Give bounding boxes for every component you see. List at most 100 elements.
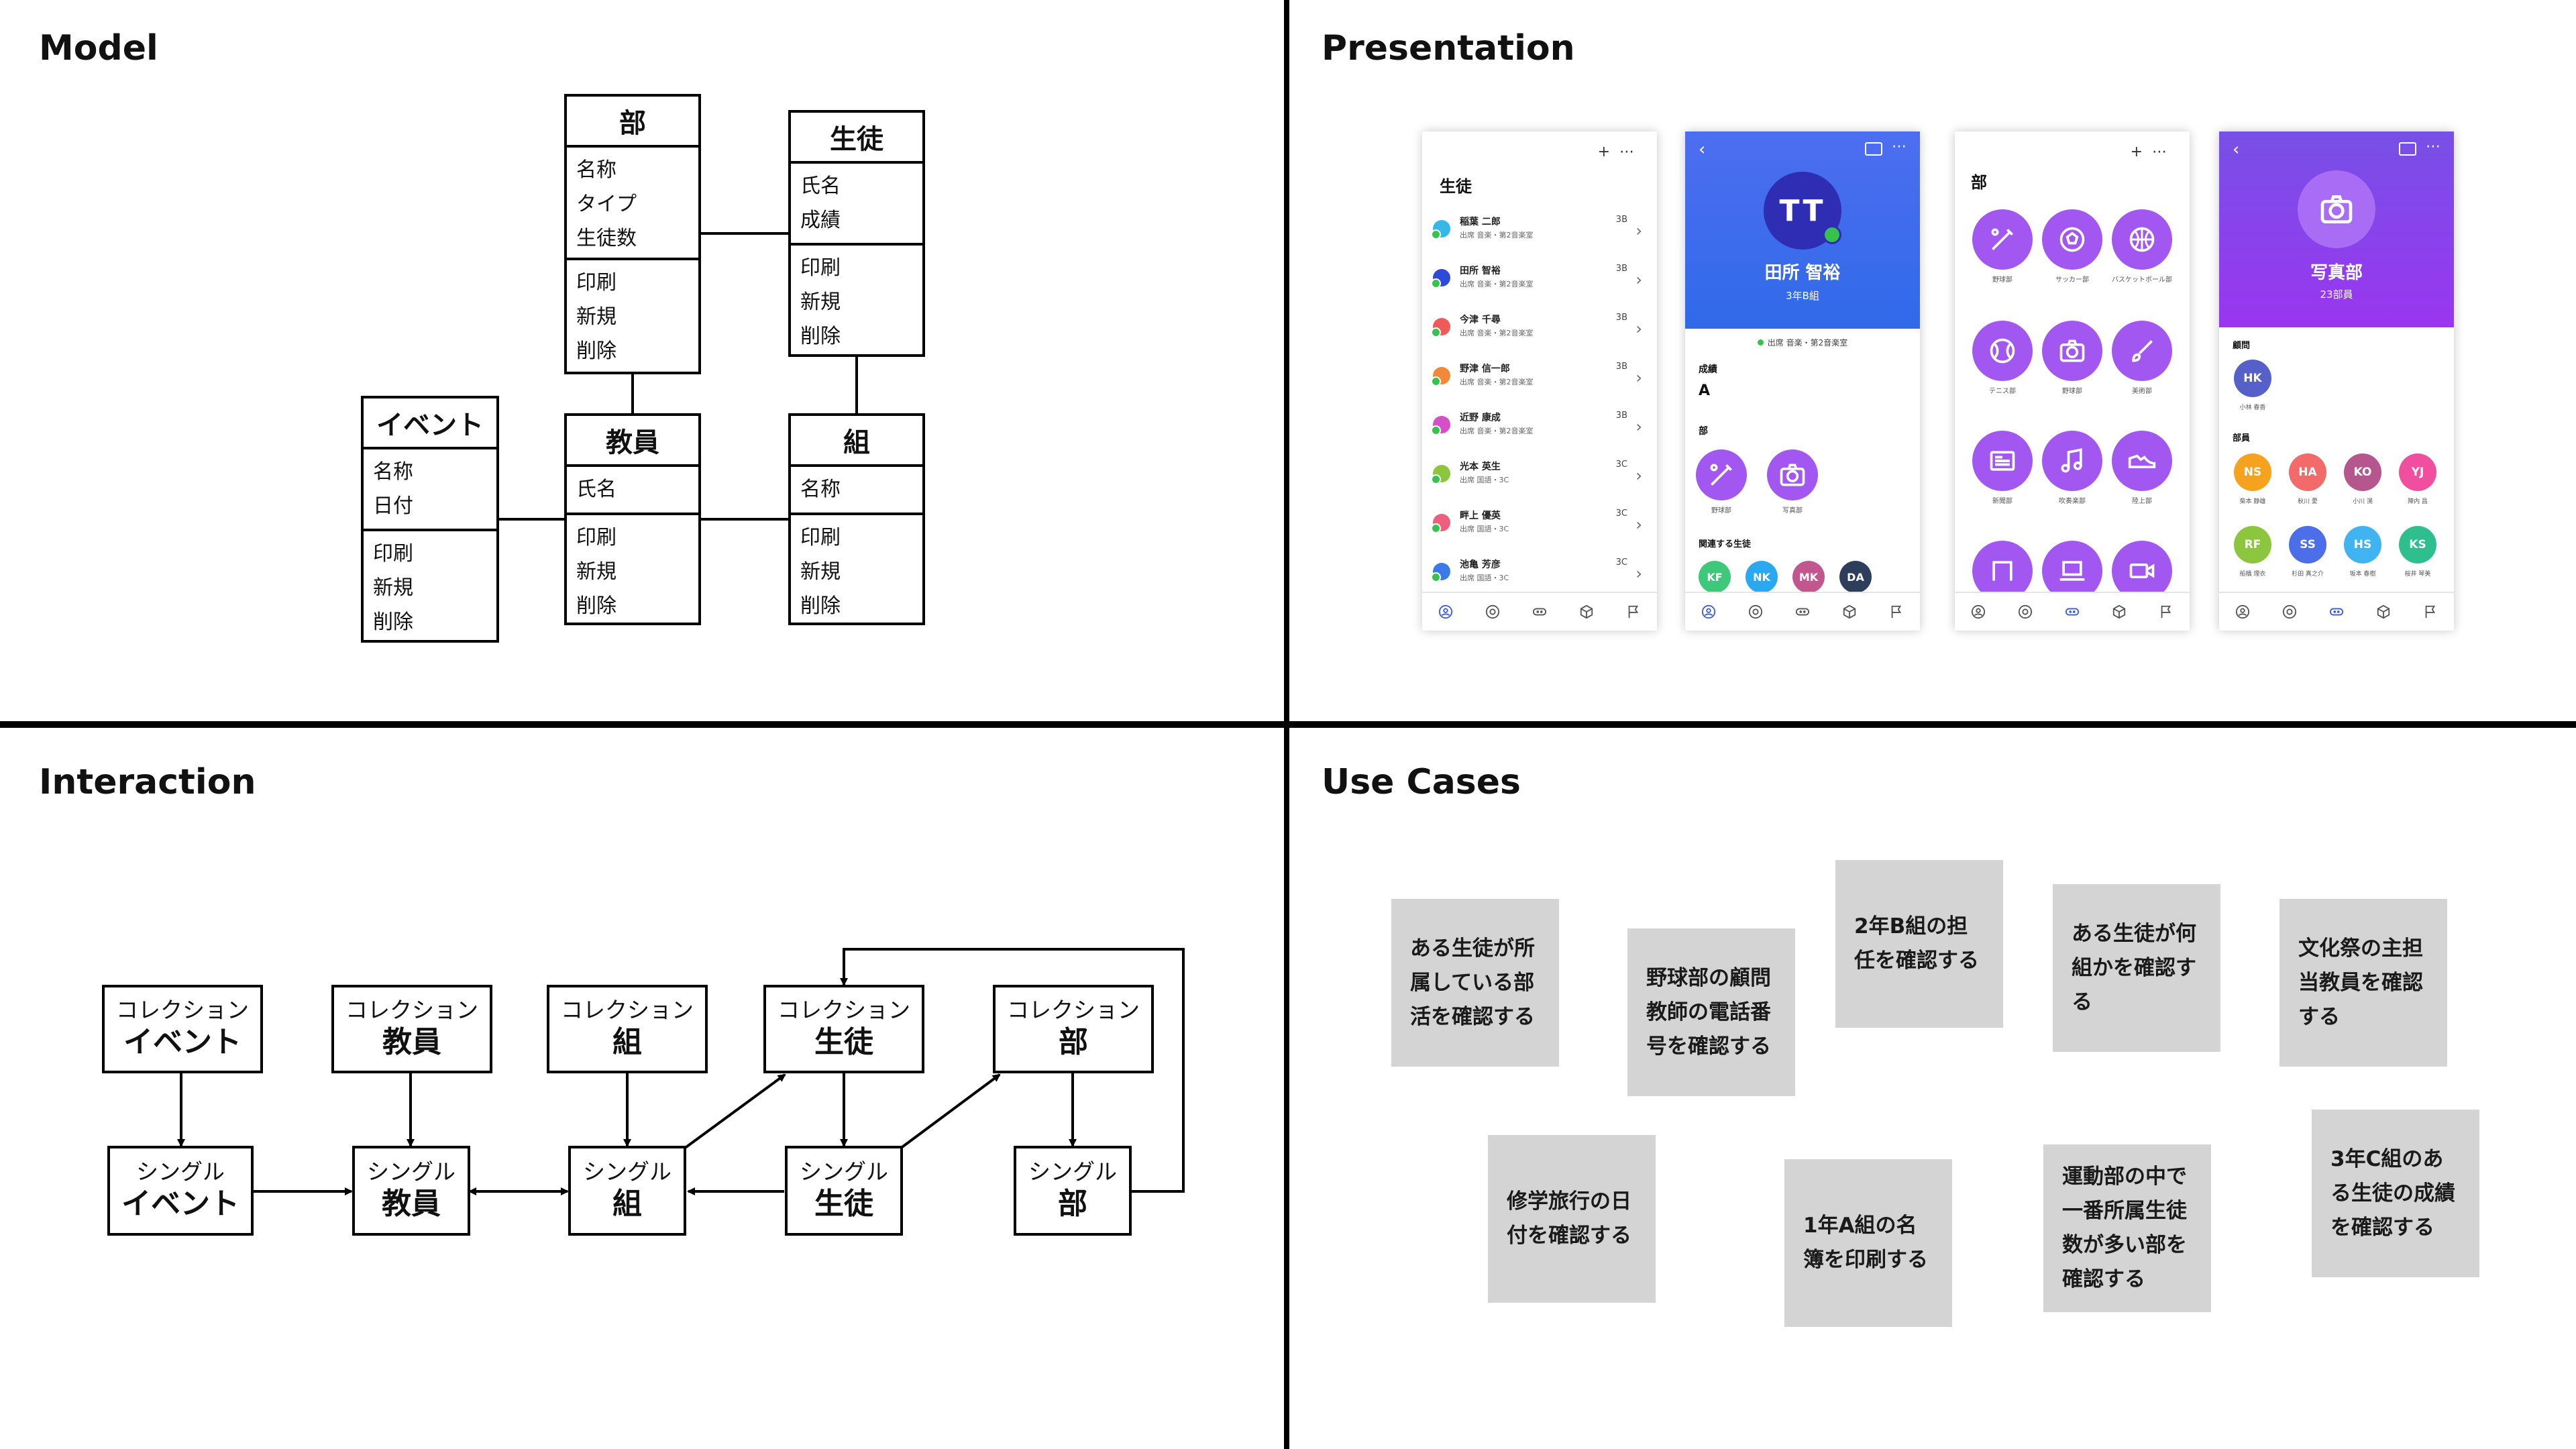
tab-students[interactable] [1701,604,1717,620]
usecase-text: 修学旅行の日付を確認する [1507,1189,1631,1248]
print-icon[interactable] [1865,142,1882,156]
club-avatar [2298,170,2375,248]
related-avatar[interactable]: KF [1699,561,1731,593]
more-icon[interactable]: ⋯ [1892,138,1907,155]
club-tile[interactable] [2112,321,2172,381]
list-item[interactable]: 野津 信一郎 出席 音楽・第2音楽室 3B › [1431,358,1646,398]
member-avatar[interactable]: KS [2399,526,2436,564]
club-tile[interactable] [1972,541,2033,601]
more-icon[interactable]: ⋯ [2152,144,2176,160]
avatar-initials: NK [1753,570,1770,584]
tab-clubs[interactable] [1532,604,1548,620]
print-icon[interactable] [2399,142,2416,156]
student-class: 3C [1615,508,1627,519]
usecases-title: Use Cases [1322,762,1521,802]
more-icon[interactable]: ⋯ [1619,144,1644,160]
brush-icon [2132,340,2153,362]
single-label: シングル [367,1159,455,1185]
tab-teachers[interactable] [2017,604,2033,620]
related-avatar[interactable]: DA [1839,561,1872,593]
person-icon [2235,604,2250,619]
list-item[interactable]: 近野 康成 出席 音楽・第2音楽室 3B › [1431,407,1646,447]
more-icon[interactable]: ⋯ [2426,138,2440,155]
tab-events[interactable] [1888,604,1904,620]
class-attribute: 成績 [800,209,841,232]
tab-classes[interactable] [1578,604,1595,620]
tab-events[interactable] [1625,604,1642,620]
cube-icon [2377,604,2390,619]
tab-events[interactable] [2422,604,2438,620]
club-photo-button[interactable] [1767,449,1818,500]
club-baseball-button[interactable] [1696,449,1747,500]
member-avatar[interactable]: YJ [2399,453,2436,491]
camera-icon [2059,339,2085,362]
club-label: 陸上部 [2132,498,2152,505]
list-item[interactable]: 今津 千尋 出席 音楽・第2音楽室 3B › [1431,309,1646,349]
teacher-icon [1748,604,1763,619]
add-icon[interactable]: + [1597,144,1619,160]
tab-classes[interactable] [2111,604,2127,620]
avatar: TT [1764,172,1841,250]
interaction-arrows [177,948,1185,1195]
person-icon [1438,604,1453,619]
tab-teachers[interactable] [1748,604,1764,620]
node-name: 組 [612,1187,642,1221]
tab-teachers[interactable] [2282,604,2298,620]
club-tile[interactable] [2042,209,2102,270]
student-status: 出席 音楽・第2音楽室 [1460,280,1534,288]
student-name: 畔上 優英 [1460,511,1501,521]
tab-clubs[interactable] [2064,604,2080,620]
list-item[interactable]: 田所 智裕 出席 音楽・第2音楽室 3B › [1431,260,1646,300]
member-avatar[interactable]: KO [2344,453,2381,491]
list-item[interactable]: 池亀 芳彦 出席 国語・3C 3C › [1431,553,1646,594]
related-avatar[interactable]: MK [1792,561,1825,593]
club-tile[interactable] [1972,321,2033,381]
class-operation: 新規 [800,560,841,584]
club-label: 野球部 [2062,388,2082,395]
teacher-icon [2282,604,2297,619]
usecase-text: 文化祭の主担当教員を確認する [2298,936,2423,1029]
collection-kumi-node: コレクション 組 [547,985,708,1073]
tab-teachers[interactable] [1485,604,1501,620]
tab-students[interactable] [1970,604,1986,620]
member-avatar[interactable]: RF [2234,526,2271,564]
list-item[interactable]: 畔上 優英 出席 国語・3C 3C › [1431,504,1646,545]
back-icon[interactable]: ‹ [1699,140,1706,160]
tab-students[interactable] [2235,604,2251,620]
tab-classes[interactable] [1841,604,1858,620]
class-title: 生徒 [791,113,922,164]
member-avatar[interactable]: SS [2289,526,2326,564]
club-tile[interactable] [2042,321,2102,381]
member-avatar[interactable]: NS [2234,453,2271,491]
tab-students[interactable] [1438,604,1454,620]
club-tile[interactable] [1972,209,2033,270]
avatar-initials: NS [2243,466,2262,479]
club-tile[interactable] [2112,431,2172,491]
tab-clubs[interactable] [1794,604,1811,620]
student-status: 出席 音楽・第2音楽室 [1460,329,1534,337]
club-tile[interactable] [2112,209,2172,270]
node-name: イベント [121,1187,239,1221]
usecase-text: ある生徒が何組かを確認する [2072,921,2196,1014]
tab-classes[interactable] [2375,604,2392,620]
tab-events[interactable] [2158,604,2174,620]
list-item[interactable]: 光本 英生 出席 国語・3C 3C › [1431,455,1646,496]
back-icon[interactable]: ‹ [2233,140,2240,160]
advisor-avatar[interactable]: HK [2234,360,2271,397]
class-title: 部 [567,97,698,148]
club-tile[interactable] [1972,431,2033,491]
club-tile[interactable] [2042,541,2102,601]
club-tile[interactable] [2042,431,2102,491]
cube-icon [1580,604,1593,619]
tab-clubs[interactable] [2328,604,2345,620]
add-icon[interactable]: + [2130,144,2152,160]
club-tile[interactable] [2112,541,2172,601]
member-avatar[interactable]: HS [2344,526,2381,564]
member-avatar[interactable]: HA [2289,453,2326,491]
grade-value: A [1699,382,1711,399]
video-camera-icon [2129,564,2155,578]
class-kumi: 組 名称 印刷 新規 削除 [788,413,925,625]
related-avatar[interactable]: NK [1746,561,1778,593]
soccer-ball-icon [2059,227,2085,252]
list-item[interactable]: 稲葉 二郎 出席 音楽・第2音楽室 3B › [1431,211,1646,251]
